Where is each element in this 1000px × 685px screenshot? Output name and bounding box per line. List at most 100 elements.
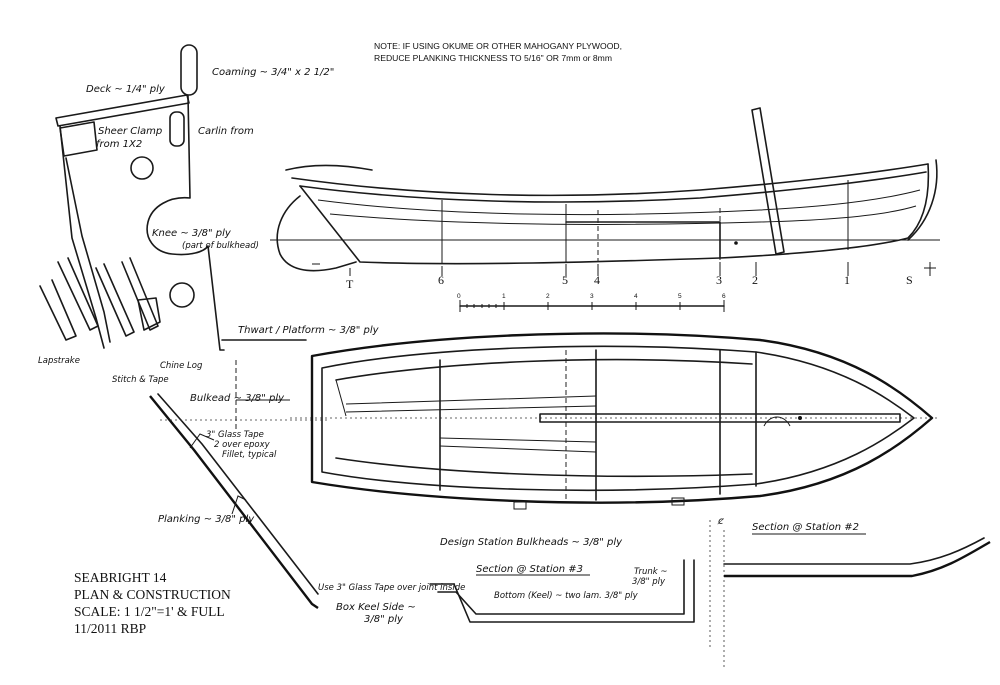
note-line-1: NOTE: IF USING OKUME OR OTHER MAHOGANY P… <box>374 41 622 51</box>
sheer-clamp-label: Sheer Clamp <box>98 126 162 137</box>
centerline-mark: ȼ <box>717 516 724 527</box>
plan-view <box>290 332 940 510</box>
scale-tick-6: 6 <box>722 293 726 300</box>
trunk-label-2: 3/8" ply <box>632 577 666 587</box>
title-line-2: PLAN & CONSTRUCTION <box>74 587 231 602</box>
chine-log-shape <box>137 297 161 331</box>
lapstrake-plank-1 <box>39 279 77 341</box>
tiller <box>285 164 373 171</box>
construction-detail: Deck ~ 1/4" ply Coaming ~ 3/4" x 2 1/2" … <box>38 44 380 609</box>
scale-tick-0: 0 <box>457 293 461 300</box>
section3-outer <box>429 559 695 623</box>
scale-tick-2: 2 <box>546 293 550 300</box>
sheer-upper <box>291 163 929 197</box>
chine-log-label: Chine Log <box>160 361 203 371</box>
plywood-note: NOTE: IF USING OKUME OR OTHER MAHOGANY P… <box>374 41 622 63</box>
station-label-2: 2 <box>752 273 758 287</box>
planking-leader <box>231 495 247 515</box>
glass-tape-fillet <box>189 433 215 449</box>
lightening-hole-lower <box>169 282 195 308</box>
scale-tick-5: 5 <box>678 293 682 300</box>
knee-label-2: (part of bulkhead) <box>182 241 259 251</box>
plan-hull-outer <box>310 332 934 504</box>
scale-tick-1: 1 <box>502 293 506 300</box>
title-line-1: SEABRIGHT 14 <box>74 570 167 585</box>
sheer-clamp-shape <box>59 121 98 157</box>
station-label-5: 5 <box>562 273 568 287</box>
side-deck-stbd <box>335 457 753 478</box>
scale-bar: 0 1 2 3 4 5 6 <box>457 293 726 312</box>
knee-outline <box>146 95 225 351</box>
station-label-3: 3 <box>716 273 722 287</box>
note-line-2: REDUCE PLANKING THICKNESS TO 5/16" OR 7m… <box>374 53 612 63</box>
hull-side-outer <box>59 125 105 349</box>
oarlock-socket-2 <box>671 497 685 506</box>
lapstrake-plank-3 <box>95 263 135 337</box>
planking-label: Planking ~ 3/8" ply <box>158 514 255 525</box>
coaming-shape <box>180 44 198 96</box>
sheer-lower <box>299 171 927 203</box>
design-bulkheads-label: Design Station Bulkheads ~ 3/8" ply <box>440 537 623 548</box>
trunk-label-1: Trunk ~ <box>634 567 668 577</box>
title-block: SEABRIGHT 14 PLAN & CONSTRUCTION SCALE: … <box>74 570 231 636</box>
station-label-4: 4 <box>594 273 600 287</box>
planking-outer <box>149 395 319 609</box>
scale-tick-3: 3 <box>590 293 594 300</box>
section-station-3: Section @ Station #3 Trunk ~ 3/8" ply Us… <box>318 520 711 650</box>
section3-inner <box>437 559 685 615</box>
scale-bar-minor-ticks <box>466 304 497 308</box>
stem-outer <box>907 159 938 241</box>
mast-partner <box>763 416 791 427</box>
glass-tape-label-2: 2 over epoxy <box>214 440 271 450</box>
hull-side-inner <box>65 157 111 343</box>
thwart-label: Thwart / Platform ~ 3/8" ply <box>238 325 380 336</box>
planking-inner <box>157 393 319 595</box>
coaming-label: Coaming ~ 3/4" x 2 1/2" <box>212 67 334 78</box>
glass-tape-label-1: 3" Glass Tape <box>206 430 264 440</box>
side-deck-port <box>335 358 753 381</box>
stitch-tape-label: Stitch & Tape <box>112 375 169 385</box>
section-station-2: ȼ Section @ Station #2 <box>717 516 991 670</box>
carlin-label: Carlin from <box>198 126 254 137</box>
lightening-hole-upper <box>130 156 154 180</box>
title-line-3: SCALE: 1 1/2"=1' & FULL <box>74 604 225 619</box>
lapstrake-plank-4 <box>121 257 159 331</box>
aft-thwart <box>345 395 597 413</box>
plan-hull-inner <box>321 345 915 492</box>
lapstrake-plank-2 <box>57 257 99 331</box>
trunk-pivot <box>734 241 738 245</box>
carlin-shape <box>169 111 185 147</box>
station-label-6: 6 <box>438 273 444 287</box>
plan-centerboard-trunk <box>539 413 901 423</box>
plank-line-1 <box>317 189 921 216</box>
station-label-S: S <box>906 273 913 287</box>
profile-view: T 6 5 4 3 2 1 S <box>270 107 940 291</box>
plank-line-2 <box>329 205 917 225</box>
mid-thwart <box>439 437 597 453</box>
knee-label: Knee ~ 3/8" ply <box>152 228 232 239</box>
section2-title: Section @ Station #2 <box>752 522 859 533</box>
title-line-4: 11/2011 RBP <box>74 621 146 636</box>
section2-upper <box>723 537 985 565</box>
station-ticks <box>349 262 936 276</box>
mast <box>751 107 785 255</box>
box-keel-label-1: Box Keel Side ~ <box>336 602 416 613</box>
mast-step <box>798 416 802 420</box>
deck-shape <box>55 94 190 127</box>
station-label-1: 1 <box>844 273 850 287</box>
station-label-T: T <box>346 277 354 291</box>
section3-title: Section @ Station #3 <box>476 564 583 575</box>
use-glass-tape-label: Use 3" Glass Tape over joint inside <box>318 583 465 593</box>
deck-label: Deck ~ 1/4" ply <box>86 84 166 95</box>
sheer-clamp-label-2: from 1X2 <box>96 139 142 150</box>
oarlock-socket-1 <box>513 501 527 510</box>
scale-bar-major-ticks <box>459 300 725 312</box>
rudder-outline <box>276 195 357 272</box>
transom-diagonal <box>335 379 347 417</box>
box-keel-label-2: 3/8" ply <box>364 614 404 625</box>
section2-lower <box>724 540 991 578</box>
bottom-keel-label: Bottom (Keel) ~ two lam. 3/8" ply <box>494 591 639 601</box>
centerboard-trunk <box>565 221 721 259</box>
glass-tape-label-3: Fillet, typical <box>222 450 277 460</box>
bulkhead-label: Bulkead ~ 3/8" ply <box>190 393 285 404</box>
